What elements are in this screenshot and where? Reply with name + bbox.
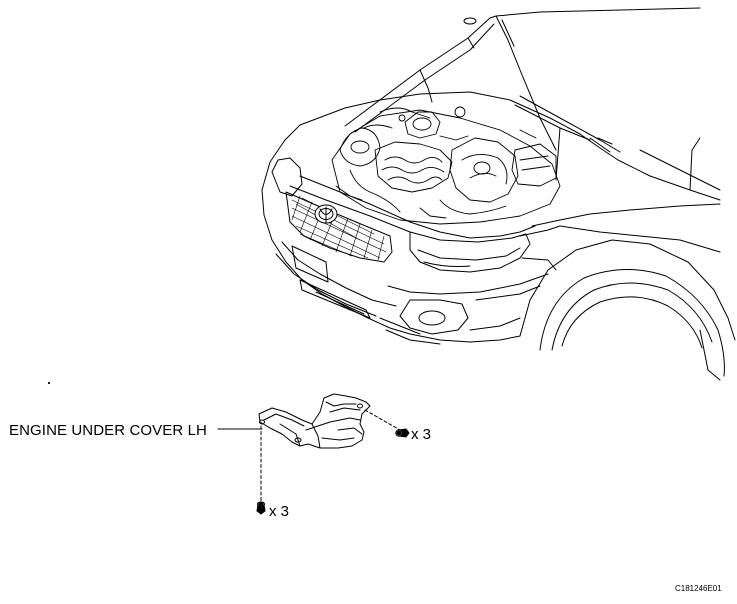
engine-under-cover-lh	[259, 394, 370, 448]
bolt-guide-line-right	[365, 410, 400, 430]
fastener-quantity-bottom: x 3	[269, 503, 290, 520]
car-hood	[345, 8, 700, 150]
car-cowl	[515, 96, 620, 180]
engine-bay	[332, 107, 560, 224]
car-front-fascia	[272, 158, 535, 272]
car-front-wheel	[520, 204, 735, 380]
bolt-icon	[257, 502, 265, 514]
part-label-engine-under-cover-lh: ENGINE UNDER COVER LH	[9, 422, 207, 439]
bolt-icon	[396, 429, 409, 437]
figure-code: C181246E01	[675, 584, 722, 593]
car-lower-bumper	[276, 226, 560, 344]
car-body-outline	[262, 92, 720, 342]
car-front-illustration	[262, 8, 735, 380]
stray-mark	[48, 382, 49, 383]
car-grille	[286, 192, 392, 262]
fastener-quantity-right: x 3	[411, 426, 432, 443]
